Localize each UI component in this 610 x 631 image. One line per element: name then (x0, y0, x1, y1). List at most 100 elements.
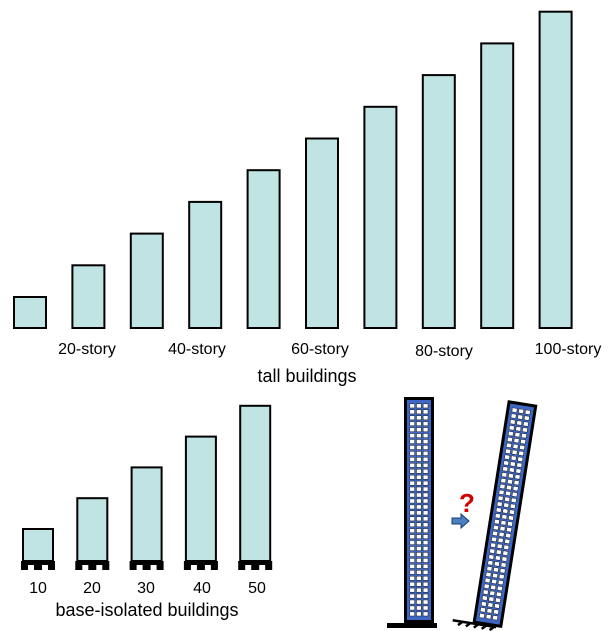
tilted-tower-window (509, 419, 516, 425)
tall-label-100: 100-story (535, 341, 602, 358)
tilted-tower-window (506, 478, 513, 485)
tilted-tower-window (507, 521, 514, 527)
upright-tower-window (422, 421, 429, 427)
tilted-tower-window (504, 538, 511, 545)
tilted-tower-window (520, 438, 527, 445)
upright-tower-window (409, 558, 415, 563)
upright-tower-window (416, 445, 422, 450)
upright-tower-window (416, 552, 422, 557)
tilted-tower-window (492, 524, 499, 531)
upright-tower-window (422, 534, 429, 539)
tilted-tower-ground (452, 618, 497, 631)
upright-tower-window (409, 516, 415, 522)
upright-tower-window (422, 522, 429, 528)
tilted-tower-window (503, 544, 510, 551)
tall-building-8 (421, 74, 456, 329)
tall-building-7 (363, 105, 398, 329)
tilted-tower-window (492, 615, 499, 621)
upright-tower-window (416, 457, 422, 462)
tilted-tower-window (500, 477, 507, 484)
tilted-tower-window (505, 490, 512, 497)
tilted-tower-window (509, 503, 516, 509)
upright-tower-window (409, 492, 415, 498)
tall-label-20: 20-story (58, 341, 116, 358)
upright-tower-window (422, 462, 429, 468)
iso-label-20: 20 (83, 580, 101, 597)
tilted-tower-window (498, 531, 505, 538)
upright-tower-window (409, 605, 415, 611)
upright-tower-window (409, 468, 415, 474)
tilted-tower-window (507, 473, 514, 479)
base-isolated-buildings-group (21, 404, 273, 570)
tilted-tower-window (504, 496, 511, 503)
tilted-tower-window (494, 513, 501, 519)
upright-tower-window (409, 546, 415, 551)
upright-tower-window (416, 528, 422, 534)
isolator-base-3 (129, 561, 164, 570)
upright-tower-window (422, 504, 429, 510)
upright-tower-window (416, 504, 422, 510)
tilted-tower-window (509, 461, 516, 467)
tilted-tower-window (508, 467, 515, 473)
upright-tower-window (422, 474, 429, 480)
tall-label-40: 40-story (168, 341, 226, 358)
tilted-tower-window (485, 571, 492, 578)
tilted-tower-window (502, 508, 509, 514)
upright-tower-window (409, 534, 415, 539)
tilted-tower-window (516, 420, 523, 426)
upright-tower-window (416, 403, 422, 409)
upright-tower (387, 397, 437, 628)
tilted-tower-window (481, 595, 488, 601)
tilted-tower-window (501, 472, 508, 478)
tilted-tower-window (507, 515, 514, 521)
upright-tower-window (416, 534, 422, 539)
iso-label-10: 10 (29, 580, 47, 597)
upright-tower-window (416, 575, 422, 581)
upright-tower-window (422, 451, 429, 456)
tilted-tower-window (519, 444, 526, 451)
upright-tower-window (422, 409, 429, 415)
upright-tower-window (416, 593, 422, 599)
upright-tower-window (416, 522, 422, 528)
tilted-tower-window (517, 456, 524, 462)
base-isolated-building-5 (239, 404, 272, 562)
tilted-tower-window (510, 413, 517, 419)
tilted-tower-window (489, 548, 496, 554)
upright-tower-window (416, 409, 422, 415)
upright-tower-window (416, 569, 422, 575)
tilted-tower-window (511, 407, 518, 413)
tilted-tower-window (503, 460, 510, 466)
upright-tower-window (409, 581, 415, 587)
tilted-tower-window (518, 450, 525, 457)
upright-tower-window (416, 546, 422, 551)
upright-tower-window (409, 510, 415, 516)
tilted-tower-window (496, 501, 503, 507)
isolator-base-5 (238, 561, 273, 570)
upright-tower-window (409, 439, 415, 444)
tilted-tower-window (484, 577, 491, 584)
tilted-tower-window (502, 550, 509, 556)
upright-tower-window (416, 415, 422, 421)
tilted-tower-window (494, 603, 501, 609)
tilted-tower-window (493, 561, 500, 567)
tilted-tower-window (491, 536, 498, 543)
tilted-tower-window (488, 554, 495, 560)
upright-tower-window (416, 486, 422, 492)
base-isolated-buildings-caption: base-isolated buildings (55, 600, 238, 620)
tall-story-labels: 20-story 40-story 60-story 80-story 100-… (58, 341, 601, 360)
tilted-tower-window (512, 443, 519, 450)
upright-tower-window (409, 522, 415, 528)
upright-tower-window (416, 492, 422, 498)
tilted-tower-window (492, 530, 499, 537)
upright-tower-window (416, 540, 422, 545)
iso-label-30: 30 (137, 580, 155, 597)
upright-tower-window (422, 433, 429, 438)
upright-tower-window (409, 575, 415, 581)
upright-tower-window (409, 552, 415, 557)
tilted-tower-window (508, 425, 515, 431)
tilted-tower-window (518, 408, 525, 414)
tilted-tower-window (503, 502, 510, 508)
upright-tower-window (409, 593, 415, 599)
base-isolated-building-2 (76, 497, 109, 563)
base-isolated-story-labels: 10 20 30 40 50 (29, 580, 266, 597)
